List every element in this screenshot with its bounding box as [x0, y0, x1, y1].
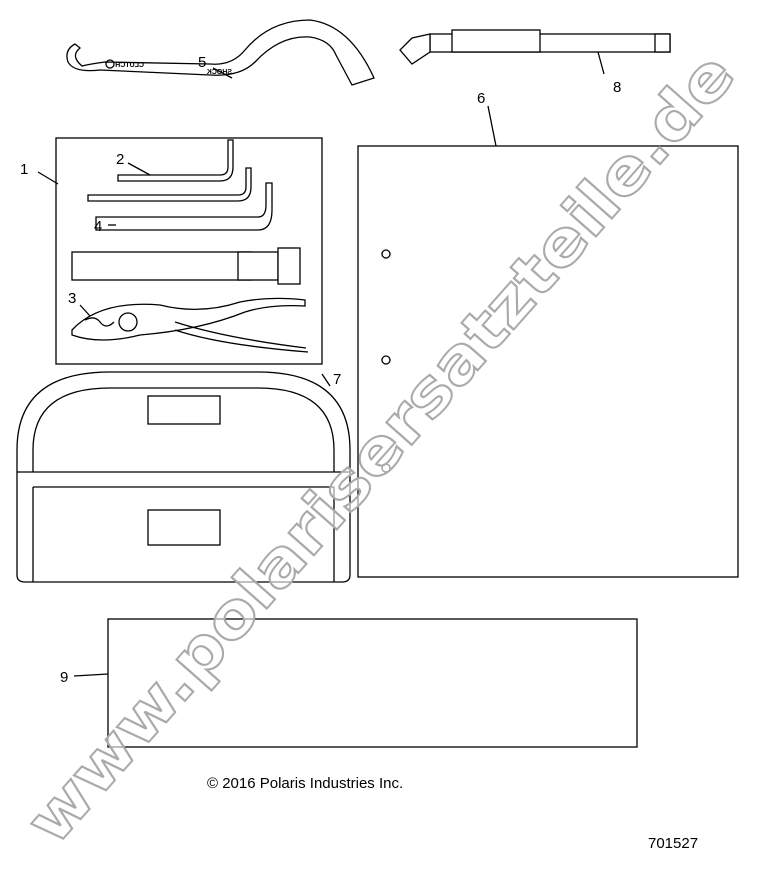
decal-card [107, 618, 638, 748]
callout-3: 3 [68, 290, 76, 307]
spanner-wrench: CLUTCH SHOCK [66, 19, 375, 86]
diagram-number: 701527 [648, 835, 698, 852]
callout-labels: 1 2 3 4 5 6 7 8 9 [20, 54, 621, 686]
tool-kit [55, 137, 323, 365]
torque-tool [399, 29, 671, 65]
copyright-text: © 2016 Polaris Industries Inc. [207, 775, 403, 792]
callout-2: 2 [116, 151, 124, 168]
callout-7: 7 [333, 371, 341, 388]
clutch-text: CLUTCH [115, 62, 144, 69]
callout-8: 8 [613, 79, 621, 96]
callout-6: 6 [477, 90, 485, 107]
callout-9: 9 [60, 669, 68, 686]
leader-lines [37, 51, 605, 677]
tool-bag [16, 371, 351, 583]
shock-text: SHOCK [207, 69, 232, 76]
callout-4: 4 [94, 218, 102, 235]
callout-5: 5 [198, 54, 206, 71]
owners-manual [357, 145, 739, 578]
callout-1: 1 [20, 161, 28, 178]
